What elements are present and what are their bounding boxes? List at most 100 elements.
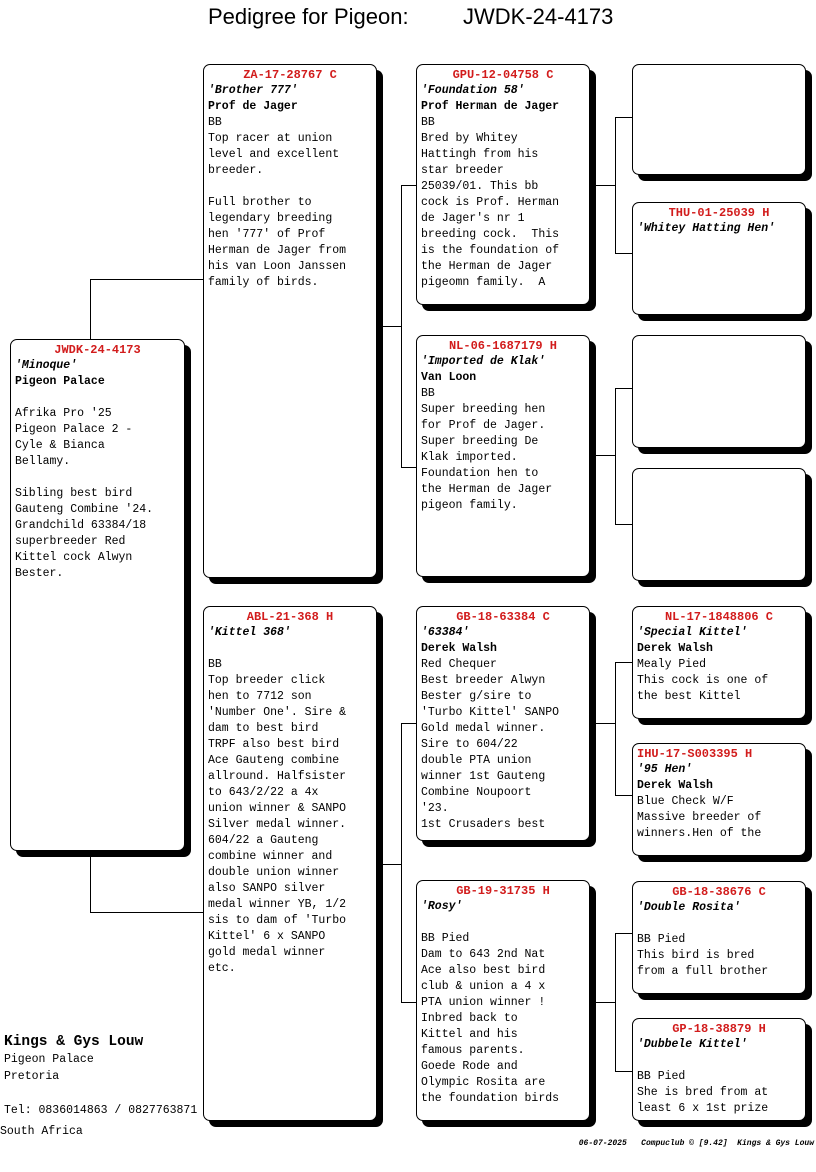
pigeon-name: 'Whitey Hatting Hen' bbox=[637, 222, 776, 235]
connector bbox=[90, 912, 203, 913]
pedigree-box-dss[interactable]: NL-17-1848806 C'Special Kittel'Derek Wal… bbox=[632, 606, 806, 719]
description-line: 'Turbo Kittel' SANPO bbox=[421, 706, 560, 719]
description-line: Foundation hen to bbox=[421, 467, 539, 480]
description-line: gold medal winner bbox=[208, 946, 326, 959]
connector bbox=[376, 326, 401, 327]
description-line: 604/22 a Gauteng bbox=[208, 834, 319, 847]
ring-number: THU-01-25039 H bbox=[668, 206, 770, 220]
connector bbox=[401, 723, 416, 724]
ring-number: GP-18-38879 H bbox=[672, 1022, 766, 1036]
description-line: 'Number One'. Sire & bbox=[208, 706, 347, 719]
pedigree-box-ss[interactable]: GPU-12-04758 C'Foundation 58'Prof Herman… bbox=[416, 64, 590, 305]
description-line: Grandchild 63384/18 bbox=[15, 519, 147, 532]
connector bbox=[401, 185, 402, 467]
print-credit: 06-07-2025 Compuclub © [9.42] Kings & Gy… bbox=[578, 1139, 814, 1148]
description-line: Top breeder click bbox=[208, 674, 326, 687]
description-line: Sibling best bird bbox=[15, 487, 133, 500]
connector bbox=[401, 1002, 416, 1003]
description-line: BB bbox=[208, 116, 222, 129]
description-line: legendary breeding bbox=[208, 212, 333, 225]
description-line: Super breeding De bbox=[421, 435, 539, 448]
description-line: Cyle & Bianca bbox=[15, 439, 105, 452]
description-line: the Herman de Jager bbox=[421, 260, 553, 273]
pigeon-name: 'Double Rosita' bbox=[637, 901, 741, 914]
description-line: Mealy Pied bbox=[637, 658, 707, 671]
pigeon-name: 'Imported de Klak' bbox=[421, 355, 546, 368]
description-line: etc. bbox=[208, 962, 236, 975]
description-line: dam to best bird bbox=[208, 722, 319, 735]
connector bbox=[90, 279, 203, 280]
description-line: family of birds. bbox=[208, 276, 319, 289]
description-line: BB Pied bbox=[637, 933, 686, 946]
ring-number: GB-18-63384 C bbox=[456, 610, 550, 624]
ring-number: GB-19-31735 H bbox=[456, 884, 550, 898]
description-line: Gold medal winner. bbox=[421, 722, 546, 735]
description-line: Bester g/sire to bbox=[421, 690, 532, 703]
connector bbox=[615, 117, 616, 253]
ring-number: NL-06-1687179 H bbox=[448, 339, 558, 353]
description-line: star breeder bbox=[421, 164, 504, 177]
description-line: hen to 7712 son bbox=[208, 690, 312, 703]
pigeon-name: 'Dubbele Kittel' bbox=[637, 1038, 748, 1051]
description-line: Full brother to bbox=[208, 196, 312, 209]
description-line: famous parents. bbox=[421, 1044, 525, 1057]
description-line: medal winner YB, 1/2 bbox=[208, 898, 347, 911]
pedigree-box-sdd[interactable] bbox=[632, 468, 806, 581]
description-line bbox=[208, 179, 372, 195]
description-line: BB bbox=[208, 658, 222, 671]
owner-name: Prof Herman de Jager bbox=[421, 100, 560, 113]
connector bbox=[401, 185, 416, 186]
description-line: from a full brother bbox=[637, 965, 769, 978]
description-line: Olympic Rosita are bbox=[421, 1076, 546, 1089]
description-line: Blue Check W/F bbox=[637, 795, 734, 808]
description-line: Massive breeder of bbox=[637, 811, 762, 824]
connector bbox=[90, 279, 91, 339]
description-line: cock is Prof. Herman bbox=[421, 196, 560, 209]
pigeon-name: 'Brother 777' bbox=[208, 84, 298, 97]
description-line: Kittel' 6 x SANPO bbox=[208, 930, 326, 943]
description-line bbox=[15, 390, 180, 406]
connector bbox=[615, 795, 632, 796]
description-line: BB bbox=[421, 387, 435, 400]
description-line: breeder. bbox=[208, 164, 264, 177]
description-line: Ace Gauteng combine bbox=[208, 754, 340, 767]
description-line: winners.Hen of the bbox=[637, 827, 762, 840]
description-line: BB Pied bbox=[637, 1070, 686, 1083]
description-line: for Prof de Jager. bbox=[421, 419, 546, 432]
connector bbox=[615, 524, 632, 525]
description-line: double union winner bbox=[208, 866, 340, 879]
connector bbox=[615, 662, 616, 795]
owner-name: Van Loon bbox=[421, 371, 477, 384]
description-line: to 643/2/22 a 4x bbox=[208, 786, 319, 799]
connector bbox=[615, 933, 616, 1071]
description-line: his van Loon Janssen bbox=[208, 260, 347, 273]
owner-name: Derek Walsh bbox=[637, 779, 713, 792]
description-line: Pigeon Palace 2 - bbox=[15, 423, 133, 436]
pigeon-name: '95 Hen' bbox=[637, 763, 693, 776]
description-line: breeding cock. This bbox=[421, 228, 560, 241]
breeder-city: Pretoria bbox=[4, 1070, 60, 1083]
description-line: Super breeding hen bbox=[421, 403, 546, 416]
description-line: superbreeder Red bbox=[15, 535, 126, 548]
pigeon-name: 'Special Kittel' bbox=[637, 626, 748, 639]
pedigree-box-sds[interactable] bbox=[632, 335, 806, 448]
connector bbox=[401, 467, 416, 468]
description-line: Klak imported. bbox=[421, 451, 518, 464]
description-line: BB bbox=[421, 116, 435, 129]
pedigree-box-ssd[interactable]: THU-01-25039 H 'Whitey Hatting Hen' bbox=[632, 202, 806, 315]
description-line: Ace also best bird bbox=[421, 964, 546, 977]
owner-name: Derek Walsh bbox=[637, 642, 713, 655]
pedigree-box-sd[interactable]: NL-06-1687179 H 'Imported de Klak' Van Loo… bbox=[416, 335, 590, 577]
description-line: Red Chequer bbox=[421, 658, 497, 671]
description-line: allround. Halfsister bbox=[208, 770, 347, 783]
connector bbox=[589, 1002, 615, 1003]
pedigree-box-sss[interactable] bbox=[632, 64, 806, 175]
